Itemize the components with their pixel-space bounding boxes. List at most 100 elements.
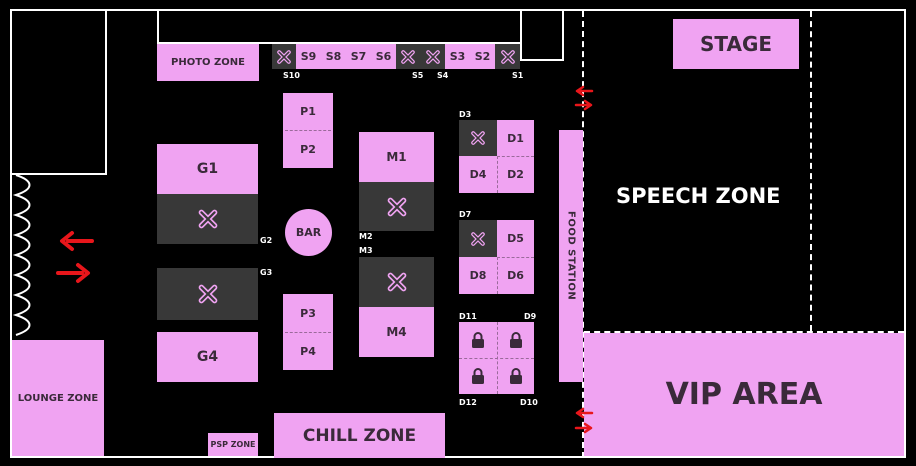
booth-d4[interactable]: D4 — [459, 156, 497, 193]
wall-right — [904, 9, 906, 458]
wall-bottom — [10, 456, 906, 458]
wall-room-topleft-right — [105, 9, 107, 175]
booth-p1-label: P1 — [300, 105, 316, 118]
label-d3: D3 — [459, 110, 472, 119]
booth-divider — [497, 156, 534, 157]
x-icon — [425, 49, 440, 64]
label-g3: G3 — [260, 268, 273, 277]
x-icon — [471, 231, 485, 246]
booth-d2-label: D2 — [507, 168, 524, 181]
booth-d5-label: D5 — [507, 232, 524, 245]
booth-g1-label: G1 — [196, 161, 219, 177]
booth-s3[interactable]: S3 — [445, 44, 470, 69]
booth-d8[interactable]: D8 — [459, 257, 497, 294]
booth-d8-label: D8 — [469, 269, 487, 282]
booth-d9[interactable] — [497, 322, 534, 358]
booth-d11[interactable] — [459, 322, 497, 358]
label-d11: D11 — [459, 312, 477, 321]
x-icon — [277, 49, 291, 64]
booth-p1[interactable]: P1 — [283, 93, 333, 130]
booth-s5[interactable] — [396, 44, 420, 69]
lock-icon — [509, 332, 522, 348]
booth-s4[interactable] — [420, 44, 445, 69]
photo-zone-label: PHOTO ZONE — [171, 57, 245, 68]
booth-g3[interactable] — [157, 268, 258, 320]
wall-left — [10, 9, 12, 458]
booth-s9[interactable]: S9 — [296, 44, 321, 69]
booth-m2[interactable] — [359, 182, 434, 231]
bar-label: BAR — [295, 226, 322, 239]
door-arrow-left-icon — [575, 85, 594, 97]
booth-d2[interactable]: D2 — [497, 156, 534, 193]
booth-divider — [497, 257, 498, 294]
booth-s2-label: S2 — [474, 50, 491, 63]
booth-p2[interactable]: P2 — [283, 130, 333, 168]
top-strip-box — [157, 9, 522, 44]
photo-zone[interactable]: PHOTO ZONE — [157, 44, 259, 81]
booth-s3-label: S3 — [449, 50, 466, 63]
booth-divider — [497, 257, 534, 258]
stage-label: STAGE — [699, 32, 773, 56]
top-right-box — [520, 9, 564, 61]
vip-area[interactable]: VIP AREA — [584, 333, 904, 456]
bar[interactable]: BAR — [285, 209, 332, 256]
chill-zone[interactable]: CHILL ZONE — [274, 413, 445, 458]
booth-g1[interactable]: G1 — [157, 144, 258, 194]
booth-d7[interactable] — [459, 220, 497, 257]
lock-icon — [472, 368, 484, 384]
booth-d1-label: D1 — [507, 131, 524, 145]
booth-d3[interactable] — [459, 120, 497, 156]
booth-g4[interactable]: G4 — [157, 332, 258, 382]
label-s1: S1 — [512, 71, 524, 80]
booth-s7-label: S7 — [350, 50, 367, 63]
label-d7: D7 — [459, 210, 472, 219]
lock-icon — [509, 368, 522, 384]
food-station-label: FOOD STATION — [565, 211, 577, 301]
booth-m3[interactable] — [359, 257, 434, 307]
booth-s8-label: S8 — [325, 50, 342, 63]
chill-zone-label: CHILL ZONE — [302, 425, 417, 446]
booth-p2-label: P2 — [300, 142, 316, 156]
x-icon — [198, 209, 217, 229]
label-d9: D9 — [524, 312, 537, 321]
booth-d1[interactable]: D1 — [497, 120, 534, 156]
booth-s7[interactable]: S7 — [346, 44, 371, 69]
booth-divider — [497, 156, 498, 193]
booth-s1[interactable] — [495, 44, 520, 69]
vip-dashed-line — [584, 331, 904, 333]
booth-s2[interactable]: S2 — [470, 44, 495, 69]
speech-zone-dashed-line — [810, 11, 812, 331]
lock-icon — [472, 332, 484, 348]
lounge-zone[interactable]: LOUNGE ZONE — [12, 340, 104, 456]
x-icon — [471, 131, 485, 145]
food-station[interactable]: FOOD STATION — [559, 130, 583, 382]
booth-divider — [285, 332, 331, 333]
booth-s6-label: S6 — [375, 50, 392, 63]
booth-p3[interactable]: P3 — [283, 294, 333, 332]
entrance-arrow-right-icon — [56, 263, 90, 283]
booth-g2[interactable] — [157, 194, 258, 244]
booth-s10[interactable] — [272, 44, 296, 69]
door-arrow-right-icon — [574, 422, 593, 434]
booth-g4-label: G4 — [196, 349, 219, 365]
booth-s8[interactable]: S8 — [321, 44, 346, 69]
booth-d4-label: D4 — [469, 168, 487, 181]
booth-m1[interactable]: M1 — [359, 132, 434, 182]
booth-d6[interactable]: D6 — [497, 257, 534, 294]
stage[interactable]: STAGE — [673, 19, 799, 69]
label-s4: S4 — [437, 71, 449, 80]
booth-p4[interactable]: P4 — [283, 332, 333, 370]
speech-zone-label: SPEECH ZONE — [616, 184, 781, 208]
booth-d10[interactable] — [497, 358, 534, 394]
psp-zone[interactable]: PSP ZONE — [208, 433, 258, 456]
booth-d5[interactable]: D5 — [497, 220, 534, 257]
booth-s6[interactable]: S6 — [371, 44, 396, 69]
label-s10: S10 — [283, 71, 300, 80]
booth-m4[interactable]: M4 — [359, 307, 434, 357]
label-s5: S5 — [412, 71, 424, 80]
label-m2: M2 — [359, 232, 373, 241]
label-g2: G2 — [260, 236, 273, 245]
booth-d12[interactable] — [459, 358, 497, 394]
entrance-dashed-line — [582, 11, 584, 458]
